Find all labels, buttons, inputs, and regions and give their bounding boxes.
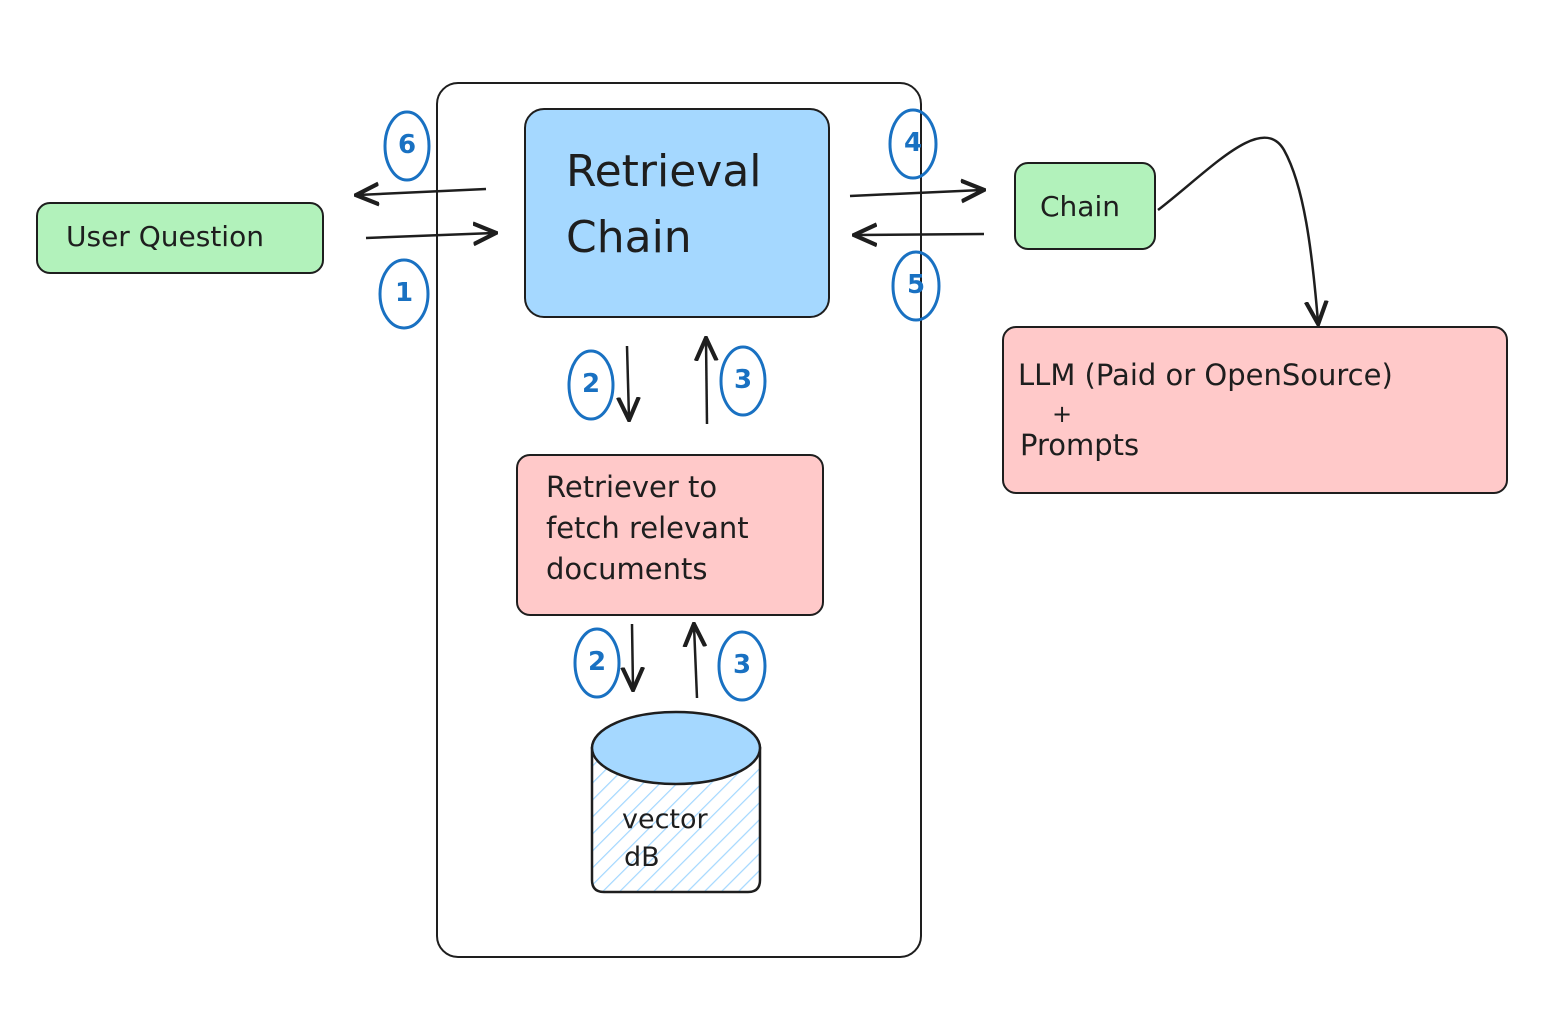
step-number-3b: 3 (733, 650, 752, 680)
step-circle-6 (383, 110, 431, 182)
step-number-1: 1 (395, 278, 414, 308)
llm-prompts-node[interactable] (1002, 326, 1508, 494)
vector-db-label-2: dB (624, 842, 660, 873)
chain-node[interactable] (1014, 162, 1156, 250)
step-number-2b: 2 (588, 647, 607, 677)
step-circle-4 (888, 108, 938, 180)
arrow-chain-to-retrieval (856, 234, 985, 235)
llm-label-1: LLM (Paid or OpenSource) (1018, 358, 1393, 392)
container-frame (436, 82, 922, 958)
arrow-db-up (694, 626, 697, 699)
vector-db-cylinder[interactable] (590, 710, 762, 894)
step-number-3a: 3 (734, 365, 753, 395)
arrow-retriever-up (706, 340, 707, 425)
step-circle-2a (567, 349, 615, 421)
arrow-chain-to-llm (1157, 136, 1318, 322)
chain-label: Chain (1040, 190, 1120, 223)
step-number-6: 6 (398, 130, 417, 160)
retrieval-chain-label-1: Retrieval (566, 146, 762, 197)
retriever-label-1: Retriever to (546, 470, 718, 504)
arrow-retrieval-to-chain (849, 190, 982, 196)
retrieval-chain-label-2: Chain (566, 212, 692, 263)
step-number-2a: 2 (582, 369, 601, 399)
retriever-label-3: documents (546, 552, 708, 586)
step-circle-1 (378, 258, 430, 330)
arrow-user-to-retrieval (365, 233, 494, 238)
retriever-label-2: fetch relevant (546, 511, 749, 545)
step-number-4: 4 (904, 128, 923, 158)
vector-db-label-1: vector (622, 804, 708, 835)
arrow-retrieval-to-user (358, 189, 487, 195)
step-number-5: 5 (907, 270, 926, 300)
arrow-retrieval-down (627, 345, 629, 418)
user-question-label: User Question (66, 220, 264, 253)
retrieval-chain-node[interactable] (524, 108, 830, 318)
step-circle-2b (573, 627, 621, 699)
retriever-node[interactable] (516, 454, 824, 616)
arrow-retriever-down (632, 623, 633, 688)
step-circle-3b (717, 630, 767, 702)
user-question-node[interactable] (36, 202, 324, 274)
step-circle-5 (891, 250, 941, 322)
llm-label-3: Prompts (1020, 428, 1140, 462)
step-circle-3a (719, 345, 767, 417)
llm-label-2: + (1052, 400, 1073, 428)
